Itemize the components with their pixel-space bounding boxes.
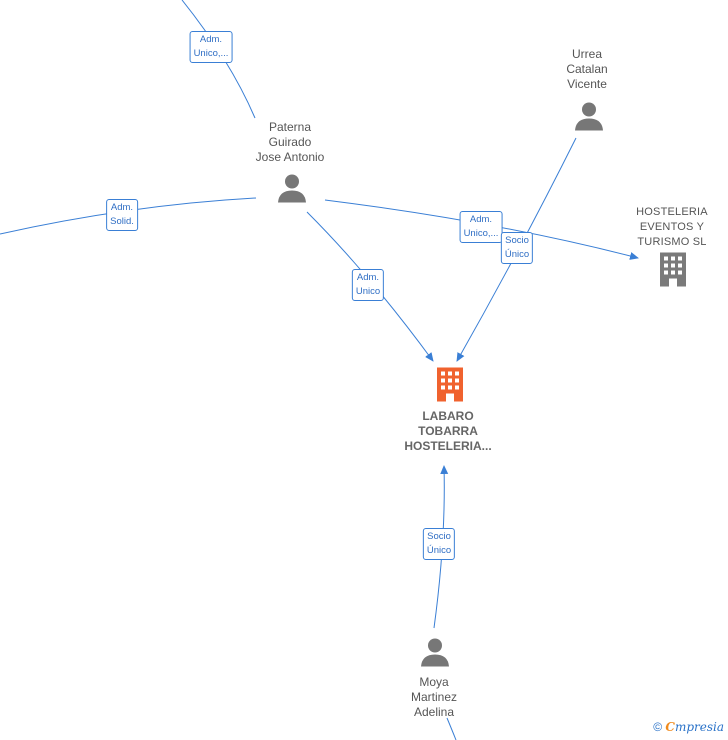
person-icon-paterna[interactable] <box>277 173 307 208</box>
edge-label-paterna-labaro: Adm. Unico <box>351 269 385 301</box>
node-label-labaro[interactable]: LABARO TOBARRA HOSTELERIA... <box>404 409 492 453</box>
copyright-symbol: © <box>653 720 663 734</box>
brand-logo-letter: C <box>665 720 675 734</box>
edge-label-top-to-paterna: Adm. Unico,... <box>189 31 233 63</box>
node-label-urrea[interactable]: Urrea Catalan Vicente <box>566 47 608 91</box>
brand-logo-text: mpresia <box>674 720 724 734</box>
building-icon-labaro[interactable] <box>434 367 466 408</box>
brand-footer[interactable]: © Cmpresia <box>653 720 724 734</box>
node-label-paterna[interactable]: Paterna Guirado Jose Antonio <box>255 120 325 164</box>
person-icon-urrea[interactable] <box>574 101 604 136</box>
edge-label-moya-labaro: Socio Único <box>422 528 456 560</box>
edge-label-left-solid: Adm. Solid. <box>106 199 138 231</box>
person-icon-moya[interactable] <box>420 637 450 672</box>
edge-bottom-to-moya <box>446 717 457 740</box>
node-label-moya[interactable]: Moya Martinez Adelina <box>410 675 458 719</box>
building-icon-hosteleria[interactable] <box>657 252 689 293</box>
node-label-hosteleria[interactable]: HOSTELERIA EVENTOS Y TURISMO SL <box>636 206 708 248</box>
edge-label-urrea-socio: Socio Único <box>500 232 534 264</box>
edge-label-paterna-hosteleria: Adm. Unico,... <box>459 211 503 243</box>
